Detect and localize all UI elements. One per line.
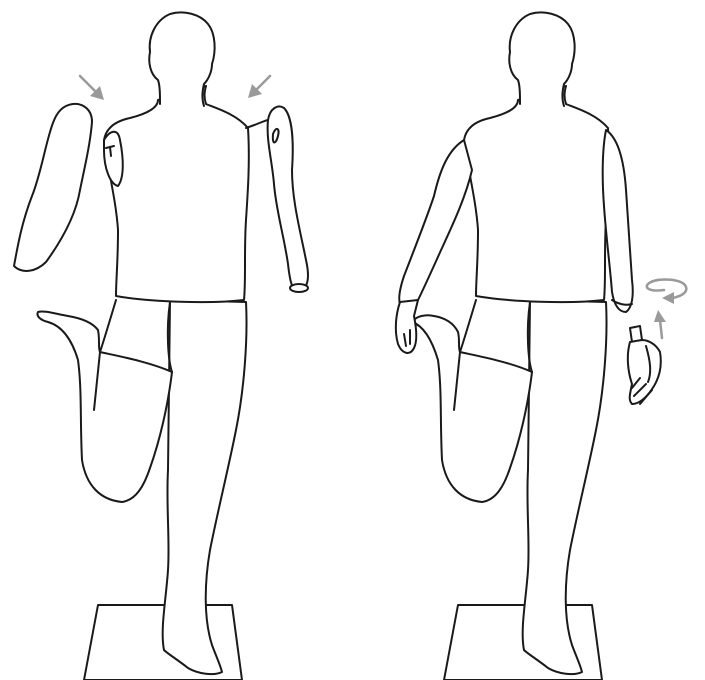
detached-hand [628, 326, 661, 404]
attached-arm-right [399, 140, 472, 305]
bent-leg-right [412, 300, 532, 502]
attached-hand-right [396, 300, 418, 353]
figure-left [14, 12, 308, 680]
arrow-to-right-shoulder [80, 76, 104, 100]
figure-right [396, 12, 661, 680]
attached-arm-left [603, 130, 633, 312]
shoulder-socket-right [104, 132, 123, 186]
bent-leg-left [37, 300, 172, 502]
torso-right [464, 86, 609, 302]
wrist-end-left [290, 284, 308, 292]
torso-left [104, 86, 249, 302]
detached-arm-right [14, 104, 92, 271]
insert-arrow [654, 310, 666, 338]
arrow-to-left-shoulder [248, 76, 270, 98]
rotate-arrow [647, 280, 687, 305]
